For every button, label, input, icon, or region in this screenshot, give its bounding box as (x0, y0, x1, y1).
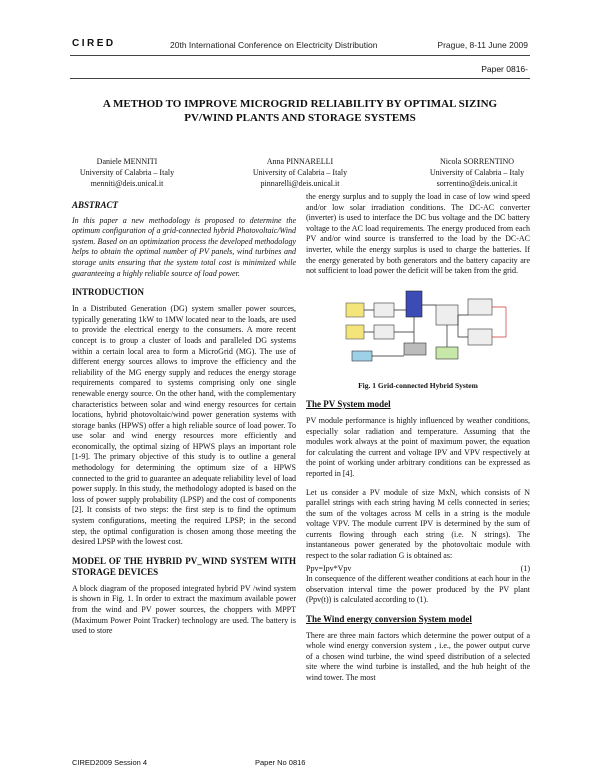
author-affiliation: University of Calabria – Italy (79, 168, 175, 177)
author-name: Daniele MENNITI (96, 157, 158, 166)
author-affiliation: University of Calabria – Italy (429, 168, 525, 177)
abstract-heading: ABSTRACT (72, 200, 119, 210)
author-name: Anna PINNARELLI (266, 157, 334, 166)
footer-paper: Paper No 0816 (255, 758, 306, 767)
left-column: ABSTRACT In this paper a new methodology… (72, 200, 296, 645)
wind-heading: The Wind energy conversion System model (306, 614, 472, 625)
conference-name: 20th International Conference on Electri… (170, 40, 378, 50)
figure-caption: Fig. 1 Grid-connected Hybrid System (358, 380, 478, 390)
paper-title: A METHOD TO IMPROVE MICROGRID RELIABILIT… (102, 98, 498, 124)
equation-1: Ppv=Ipv*Vpv (1) (306, 564, 530, 575)
equation-number: (1) (520, 563, 530, 573)
right-intro-text: the energy surplus and to supply the loa… (306, 192, 530, 276)
pv-heading: The PV System model (306, 399, 391, 410)
author-email: menniti@deis.unical.it (90, 179, 164, 188)
author-3: Nicola SORRENTINO University of Calabria… (412, 156, 542, 189)
cired-logo: CIRED (72, 38, 116, 49)
author-name: Nicola SORRENTINO (440, 157, 514, 166)
pv-paragraph-3: In consequence of the different weather … (306, 574, 530, 605)
pv-paragraph-2: Let us consider a PV module of size MxN,… (306, 487, 530, 561)
equation-text: Ppv=Ipv*Vpv (306, 563, 352, 573)
wind-text: There are three main factors which deter… (306, 630, 530, 682)
introduction-text: In a Distributed Generation (DG) system … (72, 304, 296, 547)
author-2: Anna PINNARELLI University of Calabria –… (235, 156, 365, 189)
pv-paragraph-1: PV module performance is highly influenc… (306, 415, 530, 478)
paper-number: Paper 0816- (481, 64, 528, 74)
right-column: the energy surplus and to supply the loa… (306, 192, 530, 692)
header-rule-lower (70, 78, 530, 79)
model-heading: MODEL OF THE HYBRID PV_WIND SYSTEM WITH … (72, 555, 296, 577)
header-rule (70, 55, 530, 56)
abstract-text: In this paper a new methodology is propo… (72, 215, 296, 278)
footer-session: CIRED2009 Session 4 (72, 758, 148, 767)
author-email: sorrentino@deis.unical.it (436, 179, 518, 188)
model-text: A block diagram of the proposed integrat… (72, 583, 296, 636)
author-email: pinnarelli@deis.unical.it (260, 179, 340, 188)
author-1: Daniele MENNITI University of Calabria –… (62, 156, 192, 189)
introduction-heading: INTRODUCTION (72, 287, 145, 298)
author-affiliation: University of Calabria – Italy (252, 168, 348, 177)
block-diagram (345, 290, 507, 362)
location-date: Prague, 8-11 June 2009 (437, 40, 528, 50)
hybrid-system-figure (306, 285, 530, 377)
